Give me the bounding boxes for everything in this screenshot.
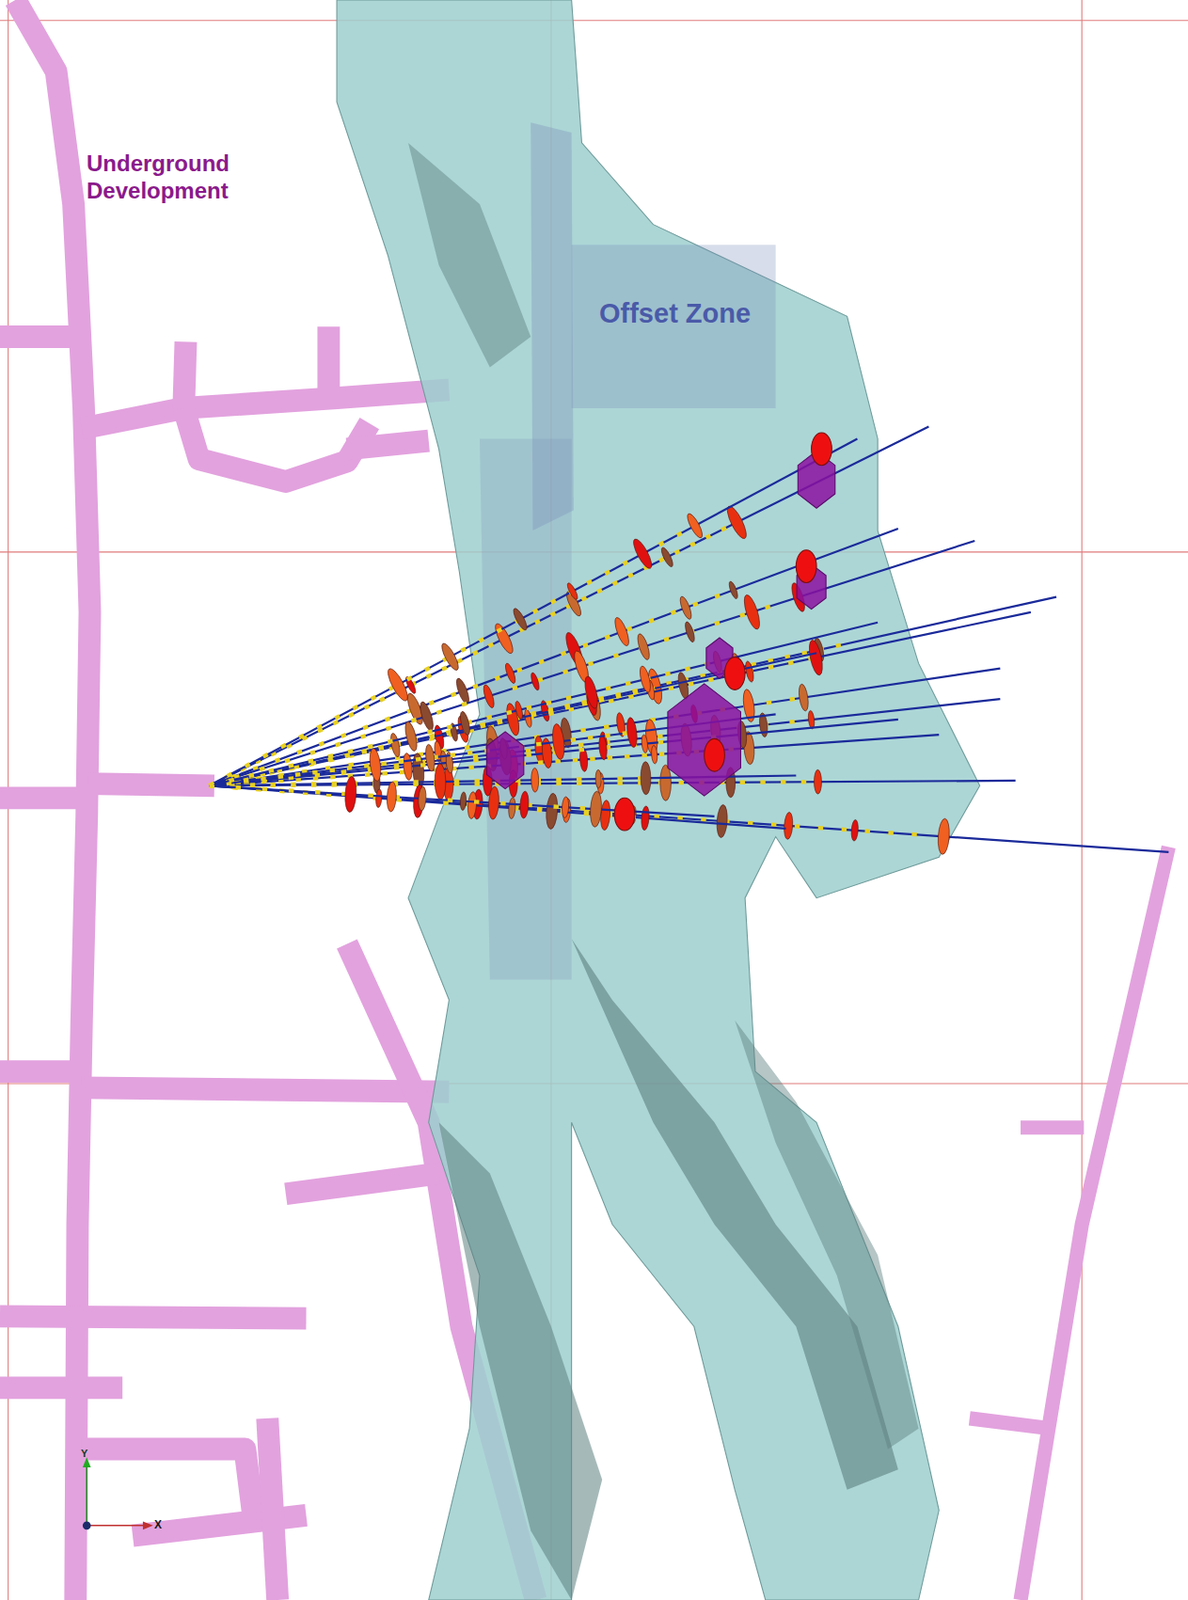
grade-disc — [458, 710, 472, 736]
grade-disc — [384, 665, 412, 703]
grade-disc — [589, 791, 603, 828]
grade-disc — [813, 769, 822, 794]
drill-trace — [208, 528, 898, 786]
high-grade-disc — [811, 432, 833, 466]
grade-disc — [637, 665, 652, 694]
grade-disc — [565, 582, 580, 602]
intercept-plate — [667, 683, 742, 796]
grade-disc — [598, 735, 608, 761]
axis-label: Y — [80, 1447, 95, 1460]
grade-disc — [375, 789, 383, 808]
grade-disc — [466, 791, 477, 819]
grade-disc — [417, 786, 427, 811]
grade-disc — [513, 700, 524, 720]
grade-disc — [807, 638, 825, 677]
grade-disc — [510, 606, 529, 632]
drill-trace — [208, 622, 878, 787]
grade-disc — [936, 818, 951, 856]
grade-disc — [507, 797, 517, 820]
grade-disc — [640, 761, 651, 795]
grade-disc — [459, 792, 467, 811]
grade-disc — [439, 641, 462, 673]
grade-disc — [488, 786, 501, 821]
grade-disc — [678, 595, 694, 621]
grade-disc — [386, 781, 398, 812]
high-grade-disc — [614, 797, 635, 831]
grade-disc — [367, 747, 382, 782]
grade-disc — [660, 764, 672, 801]
drill-trace — [208, 612, 1030, 786]
grade-disc — [625, 716, 639, 748]
grade-disc — [640, 806, 650, 831]
assay-interval — [208, 785, 588, 808]
drill-holes — [208, 426, 1169, 855]
grade-disc — [659, 546, 675, 569]
drill-trace — [208, 785, 714, 817]
grade-disc — [741, 593, 763, 632]
grade-disc — [715, 804, 729, 839]
high-grade-disc — [704, 738, 726, 772]
grade-disc — [434, 763, 446, 800]
grade-disc — [529, 671, 541, 691]
drill-trace — [208, 734, 939, 786]
grade-disc — [503, 662, 517, 685]
grade-disc — [481, 683, 496, 710]
grade-disc — [635, 633, 652, 662]
grade-disc — [551, 723, 567, 761]
drill-trace — [208, 540, 975, 786]
grade-disc — [640, 734, 649, 754]
high-grade-disc — [724, 657, 745, 691]
region-label: Underground Development — [86, 150, 266, 206]
grade-disc — [582, 675, 601, 711]
grade-disc — [684, 511, 705, 540]
grade-disc — [612, 616, 632, 648]
grade-disc — [403, 720, 420, 752]
grade-disc — [850, 819, 859, 841]
grade-disc — [522, 709, 533, 729]
grade-disc — [744, 660, 756, 683]
grade-disc — [807, 710, 815, 729]
grade-disc — [344, 776, 358, 813]
grade-disc — [797, 683, 810, 713]
grade-disc — [630, 537, 655, 571]
assay-interval — [208, 777, 650, 786]
grade-disc — [389, 732, 402, 759]
drill-trace — [208, 668, 1000, 787]
drill-trace — [208, 426, 929, 786]
grade-disc — [783, 811, 794, 840]
grade-disc — [561, 796, 570, 819]
grade-disc — [727, 580, 740, 600]
axis-label: X — [154, 1518, 168, 1532]
grade-disc — [454, 677, 472, 706]
high-grade-disc — [795, 550, 817, 584]
grade-disc — [595, 769, 602, 789]
grade-disc — [519, 791, 530, 819]
zone-label: Offset Zone — [599, 297, 807, 331]
grade-disc — [424, 744, 436, 773]
grade-disc — [491, 621, 516, 656]
grade-disc — [683, 620, 697, 644]
assay-interval — [208, 663, 711, 786]
grade-disc — [650, 744, 658, 764]
drill-trace — [208, 698, 1000, 786]
axis-triad — [82, 1457, 154, 1530]
grade-disc — [545, 792, 559, 830]
drill-trace — [208, 597, 1057, 787]
assay-interval — [208, 731, 634, 786]
grade-disc — [531, 767, 539, 792]
grade-disc — [724, 504, 750, 541]
grade-disc — [417, 700, 436, 732]
assay-interval — [208, 785, 929, 836]
drill-trace — [208, 719, 898, 787]
intercept-plate — [486, 731, 523, 790]
grade-disc — [402, 752, 414, 781]
